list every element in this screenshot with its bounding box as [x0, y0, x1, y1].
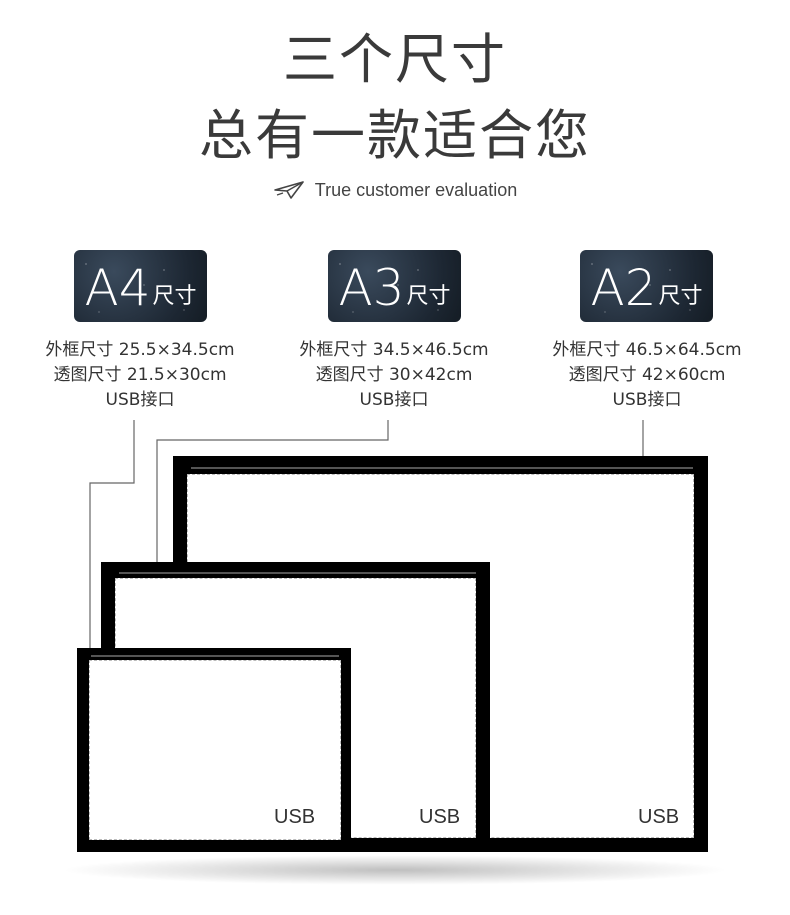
board-a4 — [77, 648, 351, 852]
spec-a2-port: USB接口 — [612, 390, 682, 410]
badge-a4-main: A4 — [84, 259, 151, 317]
badge-a2: A2 尺寸 — [580, 250, 713, 322]
badge-a2-main: A2 — [590, 259, 657, 317]
badge-a3-suffix: 尺寸 — [406, 284, 451, 309]
badge-a4-suffix: 尺寸 — [152, 284, 197, 309]
spec-a3: 外框尺寸 34.5×46.5cm 透图尺寸 30×42cm USB接口 — [274, 338, 514, 413]
spec-a4-port: USB接口 — [105, 390, 175, 410]
spec-a2-view: 透图尺寸 42×60cm — [568, 365, 726, 385]
badge-a3-main: A3 — [338, 259, 405, 317]
paper-plane-icon — [273, 181, 304, 199]
badge-a4: A4 尺寸 — [74, 250, 207, 322]
spec-a4-outer: 外框尺寸 25.5×34.5cm — [45, 340, 235, 360]
spec-a3-view: 透图尺寸 30×42cm — [315, 365, 473, 385]
badge-a3: A3 尺寸 — [328, 250, 461, 322]
board-a3-usb-label: USB — [419, 806, 461, 828]
ruler-a3 — [119, 572, 476, 574]
subtitle-text: True customer evaluation — [314, 180, 518, 200]
spec-a4-view: 透图尺寸 21.5×30cm — [53, 365, 227, 385]
spec-a4: 外框尺寸 25.5×34.5cm 透图尺寸 21.5×30cm USB接口 — [20, 338, 260, 413]
subtitle: True customer evaluation — [0, 180, 790, 201]
board-a2-usb-label: USB — [638, 806, 680, 828]
board-a4-usb-label: USB — [274, 806, 316, 828]
ruler-a4 — [91, 655, 339, 657]
spec-a2: 外框尺寸 46.5×64.5cm 透图尺寸 42×60cm USB接口 — [527, 338, 767, 413]
badge-a2-suffix: 尺寸 — [658, 284, 703, 309]
spec-a3-port: USB接口 — [359, 390, 429, 410]
spec-a2-outer: 外框尺寸 46.5×64.5cm — [552, 340, 742, 360]
title-line-1: 三个尺寸 — [283, 28, 507, 91]
floor-shadow — [60, 855, 730, 885]
ruler-a2 — [191, 467, 693, 469]
spec-a3-outer: 外框尺寸 34.5×46.5cm — [299, 340, 489, 360]
title-line-2: 总有一款适合您 — [199, 104, 591, 167]
